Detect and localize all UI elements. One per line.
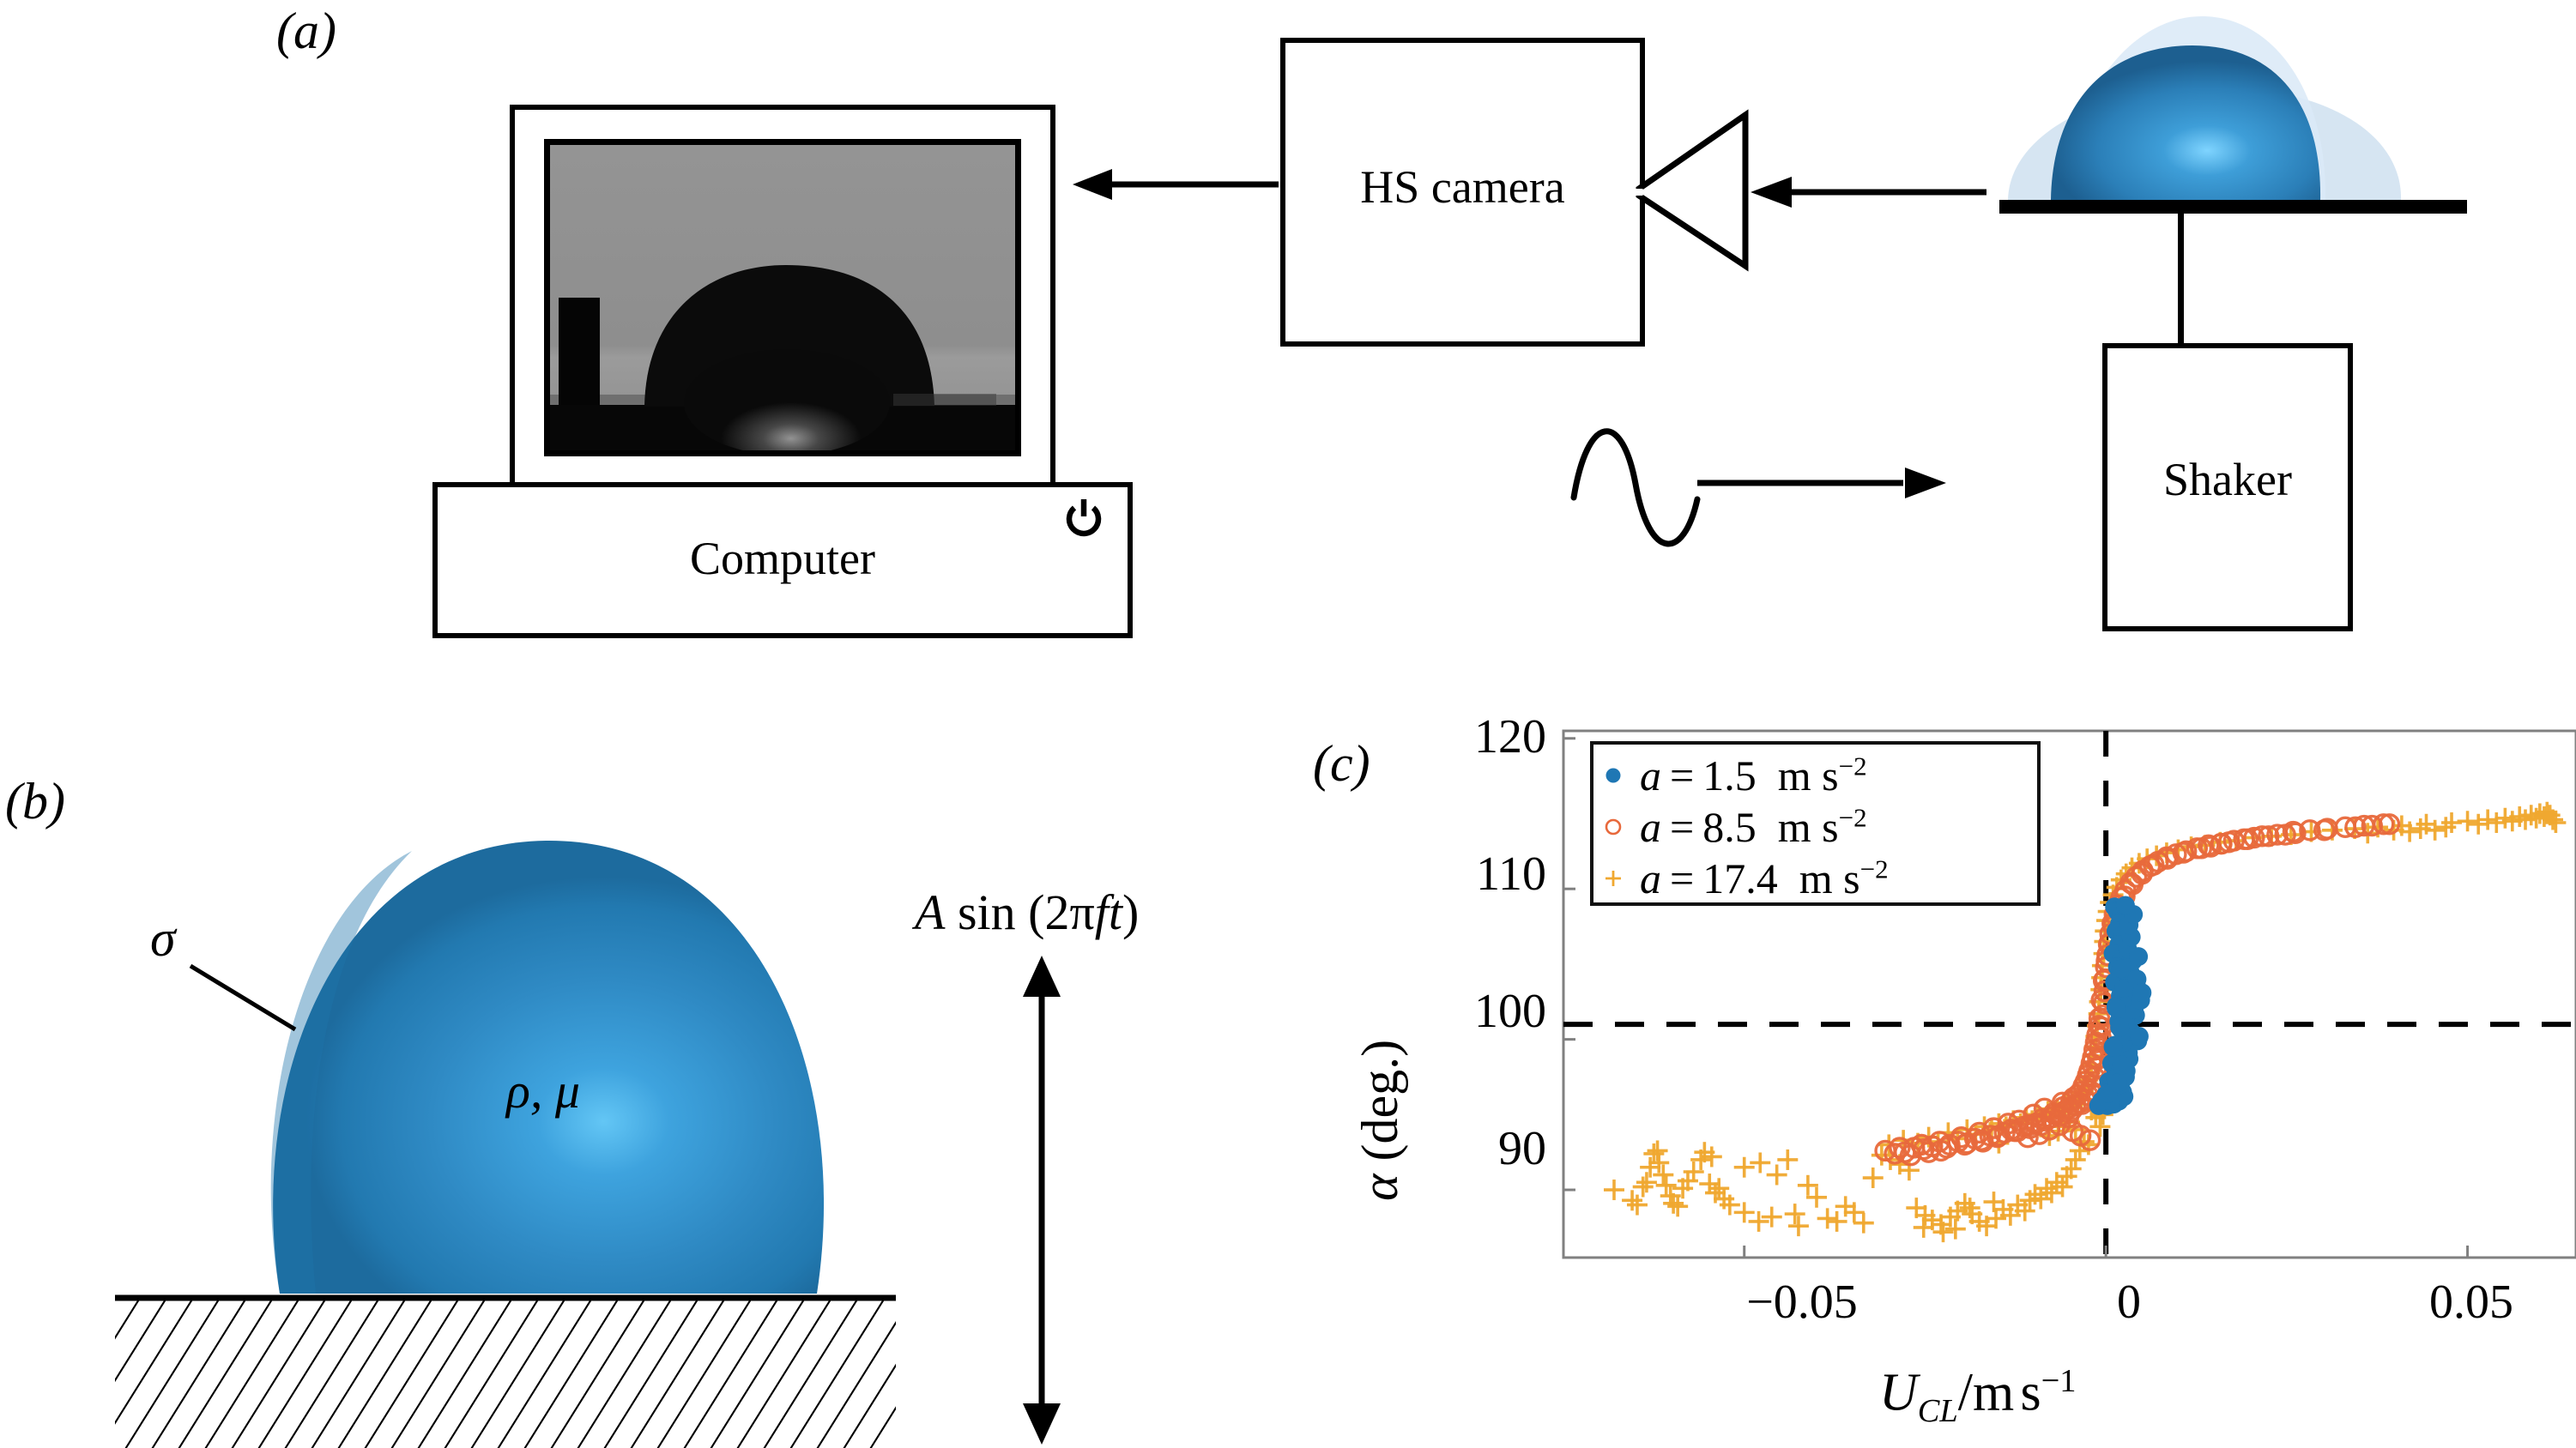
panel-a-label: (a)	[276, 3, 336, 59]
forcing-sin: sin	[957, 884, 1016, 940]
chart-legend: a = 1.5 m s−2 a = 8.5 m s−2 a = 17.4 m s…	[1590, 741, 2041, 906]
y-axis-label: α (deg.)	[1351, 1040, 1410, 1201]
forcing-f: f	[1094, 884, 1109, 940]
y-tick-label-120: 120	[1474, 710, 1546, 763]
signal-to-shaker-arrow	[1697, 466, 1946, 500]
screen-droplet-image	[550, 145, 1015, 450]
legend-eq-0: =	[1670, 751, 1695, 799]
x-tick-label-0: 0	[2117, 1276, 2141, 1329]
legend-unit-exp-1: −2	[1838, 802, 1867, 833]
hatched-substrate	[115, 1294, 896, 1448]
x-axis-exp: −1	[2041, 1363, 2077, 1399]
legend-var-2: a	[1640, 854, 1661, 902]
legend-marker-filled-circle-icon	[1602, 764, 1631, 787]
legend-unit-exp-2: −2	[1859, 854, 1889, 884]
forcing-two: 2	[1044, 884, 1070, 940]
droplet-to-camera-arrow	[1751, 175, 1986, 209]
sessile-droplet	[197, 787, 901, 1347]
shaker-stem	[2178, 213, 2184, 347]
legend-item-0[interactable]: a = 1.5 m s−2	[1602, 750, 2027, 801]
legend-item-1[interactable]: a = 8.5 m s−2	[1602, 801, 2027, 853]
legend-unit-m-1: m	[1777, 803, 1811, 851]
panel-b: (b) σ ρ, μ	[0, 738, 1287, 1448]
y-tick-label-110: 110	[1476, 848, 1546, 901]
forcing-t: t	[1108, 884, 1122, 940]
shaker-box	[2102, 343, 2353, 631]
panel-b-label: (b)	[5, 773, 65, 830]
y-tick-label-90: 90	[1498, 1122, 1546, 1175]
sine-wave-signal	[1569, 403, 1826, 575]
legend-eq-2: =	[1670, 854, 1695, 902]
legend-marker-plus-icon	[1602, 867, 1631, 890]
forcing-open-paren: (	[1028, 884, 1045, 940]
panel-a: (a)	[0, 0, 2576, 686]
computer-screen	[544, 139, 1021, 456]
x-tick-label-minus005: −0.05	[1746, 1276, 1858, 1329]
legend-item-2[interactable]: a = 17.4 m s−2	[1602, 853, 2027, 904]
legend-label-2: a = 17.4 m s−2	[1640, 854, 1889, 903]
vertical-oscillation-arrow	[1016, 956, 1067, 1445]
computer-label: Computer	[690, 533, 875, 584]
legend-unit-s-0: s	[1822, 751, 1839, 799]
y-axis-unit: (deg.)	[1351, 1039, 1408, 1161]
forcing-pi: π	[1069, 884, 1095, 940]
x-axis-U: U	[1879, 1363, 1918, 1422]
x-axis-CL: CL	[1917, 1393, 1958, 1430]
oscillating-droplet-illustration	[1999, 4, 2480, 275]
series-0	[2089, 896, 2152, 1115]
x-axis-s: s	[2020, 1363, 2041, 1422]
plot-frame	[1562, 729, 2576, 1259]
panel-c-label: (c)	[1313, 735, 1370, 792]
legend-var-0: a	[1640, 751, 1661, 799]
y-axis-alpha: α	[1351, 1173, 1408, 1202]
legend-var-1: a	[1640, 803, 1661, 851]
computer-base	[432, 482, 1133, 638]
legend-marker-open-circle-icon	[1602, 816, 1631, 838]
surface-tension-label: σ	[150, 910, 176, 967]
power-icon	[1062, 498, 1105, 542]
legend-unit-s-2: s	[1843, 854, 1860, 902]
x-axis-slash: /	[1957, 1363, 1974, 1422]
legend-label-1: a = 8.5 m s−2	[1640, 802, 1867, 852]
legend-value-1: 8.5	[1702, 803, 1757, 851]
camera-lens	[1635, 109, 1749, 272]
legend-eq-1: =	[1670, 803, 1695, 851]
y-tick-label-100: 100	[1474, 985, 1546, 1038]
legend-value-2: 17.4	[1702, 854, 1778, 902]
x-axis-label: UCL/m s−1	[1879, 1362, 2076, 1430]
camera-to-computer-arrow	[1073, 167, 1279, 202]
hs-camera-label: HS camera	[1360, 161, 1565, 213]
surface-tension-leader-line	[187, 962, 307, 1040]
x-tick-label-005: 0.05	[2429, 1276, 2513, 1329]
fluid-properties-label: ρ, μ	[506, 1063, 580, 1119]
forcing-label: A sin (2πft)	[915, 884, 1139, 941]
forcing-close-paren: )	[1122, 884, 1140, 940]
legend-label-0: a = 1.5 m s−2	[1640, 751, 1867, 800]
panel-c: (c) α (deg.) 120 110 100 90 −0.05 0 0.05…	[1287, 710, 2576, 1445]
scatter-plot-area[interactable]	[1562, 729, 2576, 1259]
legend-unit-s-1: s	[1822, 803, 1839, 851]
legend-unit-exp-0: −2	[1838, 751, 1867, 781]
legend-value-0: 1.5	[1702, 751, 1757, 799]
legend-unit-m-0: m	[1777, 751, 1811, 799]
forcing-amplitude: A	[915, 884, 946, 940]
x-axis-m: m	[1973, 1363, 2015, 1422]
legend-unit-m-2: m	[1799, 854, 1833, 902]
shaker-label: Shaker	[2163, 454, 2292, 505]
